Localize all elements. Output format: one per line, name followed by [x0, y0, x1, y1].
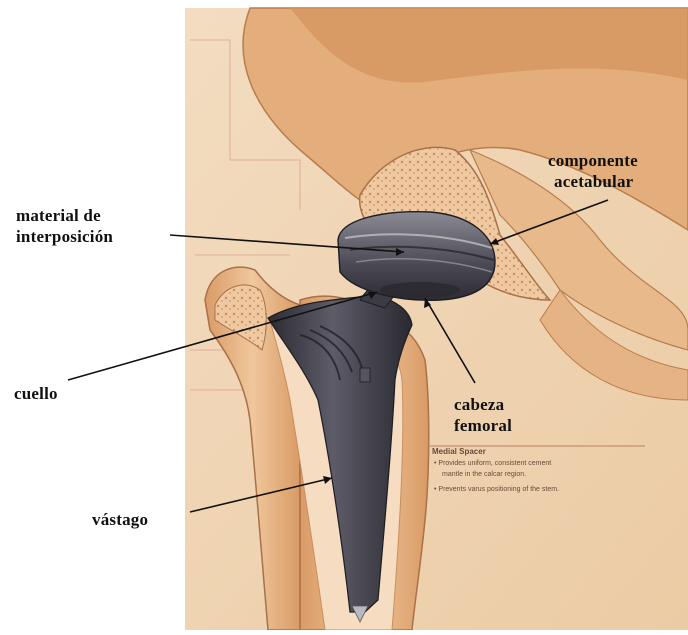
femoral-head — [380, 282, 460, 298]
label-cuello: cuello — [14, 383, 58, 404]
inset-note-title: Medial Spacer — [432, 447, 486, 456]
label-componente-line2: acetabular — [548, 171, 638, 192]
label-componente-line1: componente — [548, 150, 638, 171]
inset-note-bullet2: • Prevents varus positioning of the stem… — [434, 486, 559, 493]
label-componente-acetabular: componente acetabular — [548, 150, 638, 192]
label-material-interposicion: material de interposición — [16, 205, 113, 247]
label-cabeza-femoral: cabeza femoral — [454, 394, 512, 436]
label-cabeza-line1: cabeza — [454, 394, 512, 415]
label-material-line1: material de — [16, 205, 113, 226]
inset-note-bullet1-line1: • Provides uniform, consistent cement — [434, 460, 551, 467]
label-vastago: vástago — [92, 509, 148, 530]
label-cabeza-line2: femoral — [454, 415, 512, 436]
label-material-line2: interposición — [16, 226, 113, 247]
inset-note-bullet1-line2: mantle in the calcar region. — [442, 471, 526, 478]
